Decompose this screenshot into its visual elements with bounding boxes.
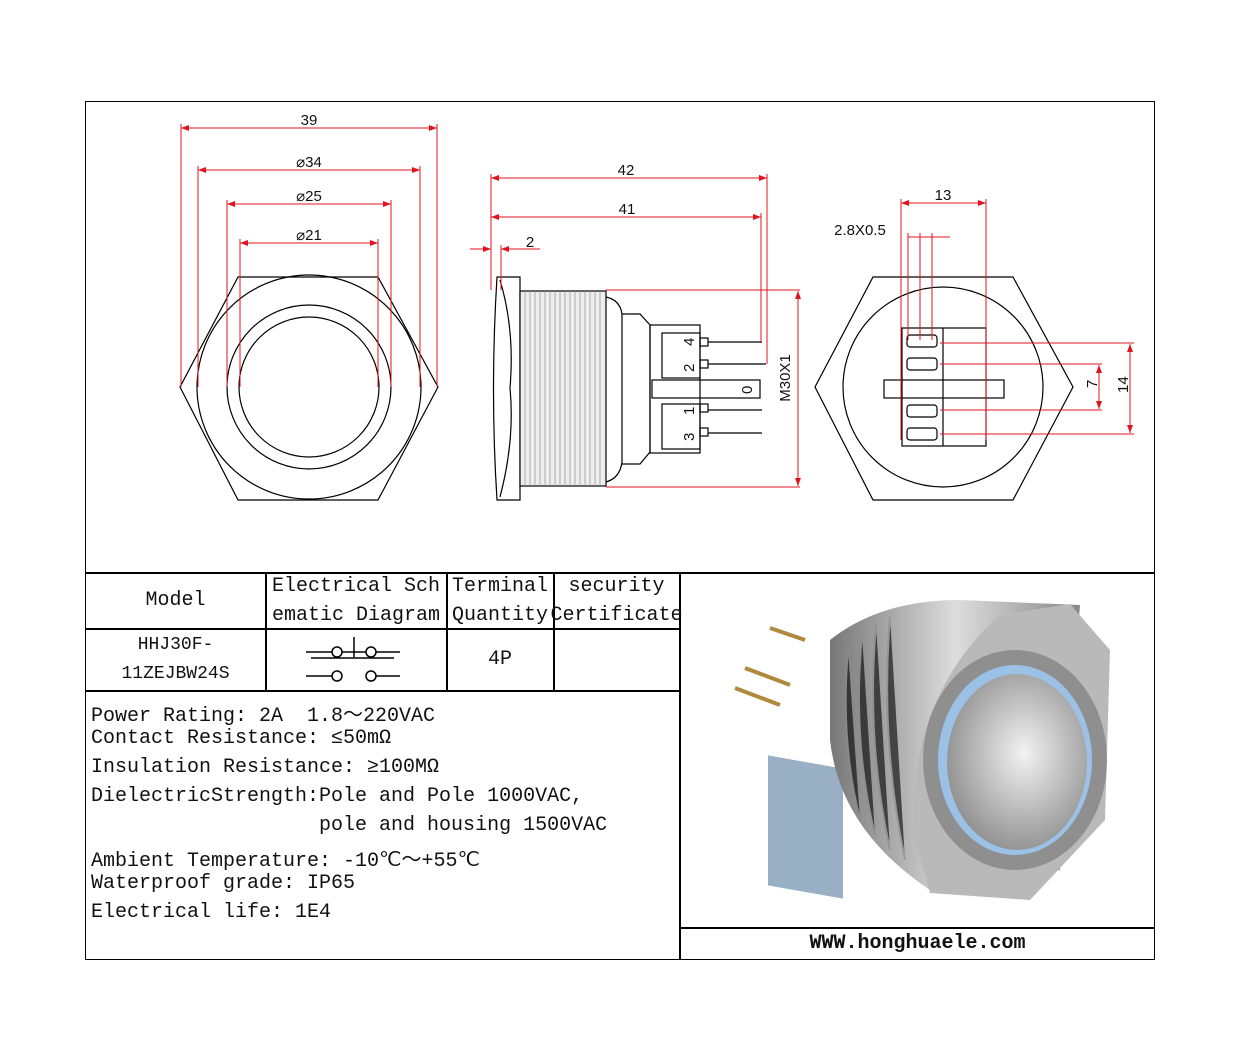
dim-7: 7: [1084, 380, 1101, 388]
header-text: Terminal: [451, 574, 548, 598]
spec-dielectric-strength: DielectricStrength:Pole and Pole 1000VAC…: [91, 785, 584, 808]
terminal-0-label: 0: [739, 386, 756, 394]
header-text: Certificate: [550, 603, 683, 627]
spec-dielectric-strength-cont: pole and housing 1500VAC: [91, 814, 608, 837]
spec-contact-resistance: Contact Resistance: ≤50mΩ: [91, 727, 392, 750]
dim-thread: M30X1: [777, 354, 794, 402]
front-dimensions: [180, 124, 438, 387]
header-text: Electrical Sch: [271, 574, 441, 598]
spec-ambient-temperature: Ambient Temperature: -10℃～+55℃: [91, 850, 480, 873]
divider: [446, 573, 448, 691]
header-model: Model: [86, 573, 265, 628]
terminal-1-label: 1: [681, 407, 698, 415]
rear-view: [814, 276, 1074, 501]
divider: [680, 927, 1155, 929]
terminal-3-label: 3: [681, 433, 698, 441]
website-link[interactable]: WWW.honghuaele.com: [809, 931, 1026, 955]
dim-42: 42: [618, 162, 635, 179]
dim-34: ⌀34: [296, 154, 322, 171]
divider: [85, 572, 1155, 574]
header-text: ematic Diagram: [271, 603, 441, 627]
divider: [85, 690, 680, 692]
side-dimensions: [470, 174, 801, 488]
certificate-value: [554, 629, 679, 690]
terminal-quantity: 4P: [487, 648, 512, 671]
rear-dimensions: [900, 199, 1134, 440]
product-photo: [734, 600, 1110, 900]
header-text: Model: [145, 589, 206, 612]
divider: [265, 573, 267, 691]
dim-25: ⌀25: [296, 188, 322, 205]
dim-14: 14: [1115, 376, 1132, 393]
dim-41: 41: [619, 201, 636, 218]
dim-39: 39: [301, 112, 318, 129]
divider: [85, 628, 680, 630]
dim-13: 13: [935, 187, 952, 204]
divider: [553, 573, 555, 691]
spec-electrical-life: Electrical life: 1E4: [91, 901, 332, 924]
front-view: [179, 274, 439, 501]
dim-2: 2: [526, 234, 534, 251]
model-value: HHJ30F-11ZEJBW24S: [121, 634, 230, 684]
dim-pin: 2.8X0.5: [834, 222, 886, 239]
header-schematic: Electrical Sch ematic Diagram: [266, 573, 446, 628]
side-view: [492, 276, 766, 501]
header-text: Quantity: [451, 603, 548, 627]
spec-power-rating: Power Rating: 2A 1.8～220VAC: [91, 705, 436, 728]
schematic-symbol: [306, 637, 400, 682]
dim-21: ⌀21: [296, 227, 322, 244]
header-text: security: [568, 574, 665, 598]
terminal-2-label: 2: [681, 364, 698, 372]
drawing-frame: [85, 101, 1155, 960]
terminal-4-label: 4: [681, 338, 698, 346]
divider: [679, 573, 681, 960]
spec-insulation-resistance: Insulation Resistance: ≥100MΩ: [91, 756, 440, 779]
spec-waterproof-grade: Waterproof grade: IP65: [91, 872, 356, 895]
